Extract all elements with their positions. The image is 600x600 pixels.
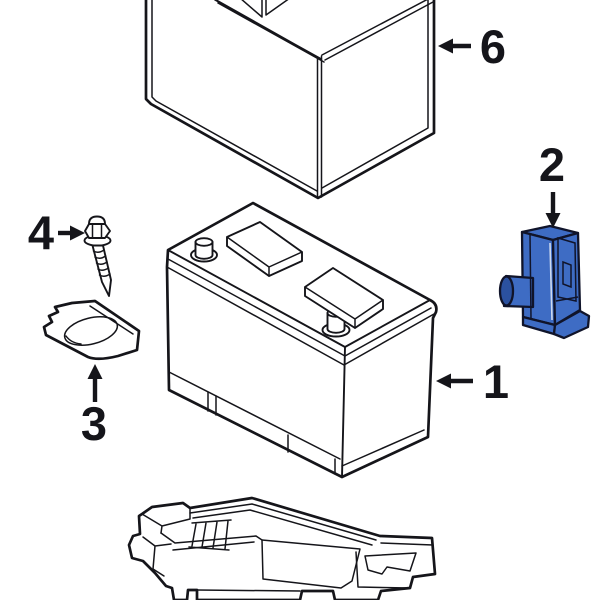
battery-top-block-left xyxy=(226,221,303,277)
battery-top-block-right xyxy=(304,267,384,329)
callout-2-label: 2 xyxy=(539,138,565,191)
bolt-drawing xyxy=(83,215,112,297)
callout-4-arrowhead xyxy=(70,225,85,241)
battery-tray-drawing xyxy=(127,496,437,600)
battery-box-drawing xyxy=(144,0,436,200)
callout-3: 3 xyxy=(81,364,107,450)
callout-1-label: 1 xyxy=(483,355,509,408)
callout-1-arrowhead xyxy=(436,373,451,389)
callout-6-label: 6 xyxy=(480,20,506,73)
callout-1: 1 xyxy=(436,355,509,408)
battery-drawing xyxy=(165,201,438,479)
callout-4-label: 4 xyxy=(28,206,54,259)
callout-4: 4 xyxy=(28,206,85,259)
callout-6: 6 xyxy=(438,20,506,73)
callout-6-arrowhead xyxy=(438,38,453,54)
battery-terminal-left xyxy=(190,237,218,263)
callout-2: 2 xyxy=(539,138,565,228)
callout-3-arrowhead xyxy=(87,364,103,379)
callout-2-arrowhead xyxy=(545,213,561,228)
battery-sensor-drawing xyxy=(498,224,591,340)
hold-down-clamp-drawing xyxy=(42,299,141,361)
callout-3-label: 3 xyxy=(81,397,107,450)
